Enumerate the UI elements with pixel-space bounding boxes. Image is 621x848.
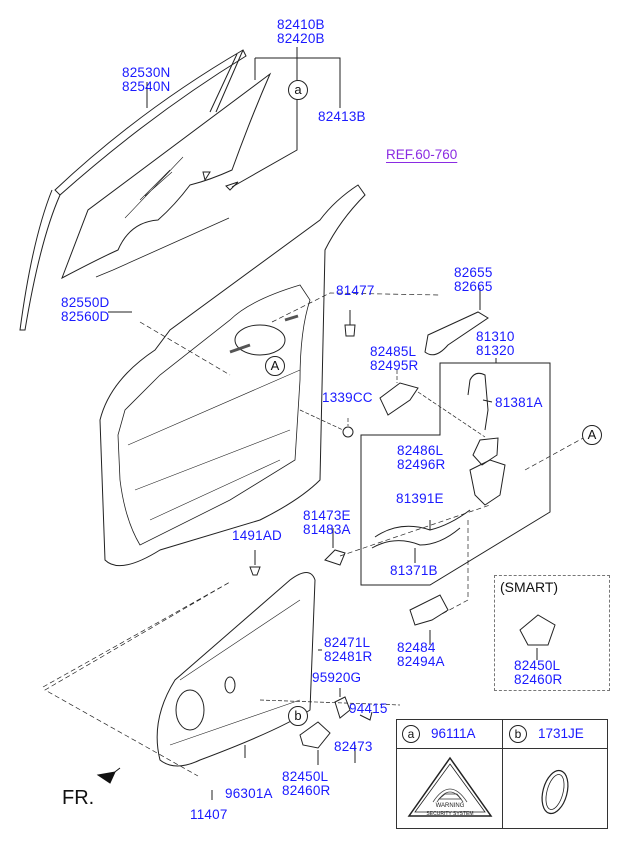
callout-81371B[interactable]: 81371B bbox=[390, 563, 438, 578]
window-run-channel[interactable] bbox=[19, 49, 247, 331]
legend-table: a 96111A b 1731JE WARNING SECURITY SYSTE… bbox=[396, 719, 608, 829]
legend-divider bbox=[502, 720, 503, 828]
callout-1491AD[interactable]: 1491AD bbox=[232, 528, 282, 543]
warning-text: WARNING bbox=[436, 803, 465, 809]
marker-a: a bbox=[288, 80, 308, 100]
callout-82413B[interactable]: 82413B bbox=[318, 109, 366, 124]
smart-option-box bbox=[494, 575, 610, 691]
module-panel[interactable] bbox=[156, 572, 316, 767]
door-latch bbox=[469, 459, 506, 506]
legend-part-96111A[interactable]: 96111A bbox=[431, 726, 476, 741]
callout-1339CC[interactable]: 1339CC bbox=[322, 390, 373, 405]
marker-A-door: A bbox=[265, 356, 285, 376]
outside-handle[interactable] bbox=[424, 288, 489, 356]
front-orientation-label: FR. bbox=[62, 787, 95, 809]
inside-handle-rod-clip bbox=[324, 549, 346, 566]
legend-part-1731JE[interactable]: 1731JE bbox=[538, 726, 584, 741]
callout-81381A[interactable]: 81381A bbox=[495, 395, 543, 410]
door-glass[interactable] bbox=[61, 72, 272, 280]
callout-11407[interactable]: 11407 bbox=[190, 807, 228, 822]
legend-marker-a: a bbox=[402, 725, 420, 743]
smart-option-title: (SMART) bbox=[500, 579, 559, 595]
callout-95920G[interactable]: 95920G bbox=[312, 670, 362, 685]
security-system-text: SECURITY SYSTEM bbox=[426, 811, 473, 817]
nut-1339CC[interactable] bbox=[342, 426, 354, 438]
handle-bracket bbox=[379, 382, 419, 416]
marker-A-lock: A bbox=[582, 425, 602, 445]
callout-94415[interactable]: 94415 bbox=[349, 701, 388, 716]
grommet-icon bbox=[541, 769, 569, 815]
marker-b: b bbox=[288, 706, 308, 726]
callout-96301A[interactable]: 96301A bbox=[225, 786, 273, 801]
door-shell[interactable] bbox=[99, 184, 366, 567]
front-arrow-icon bbox=[96, 767, 121, 784]
legend-marker-b: b bbox=[509, 725, 527, 743]
callout-82473[interactable]: 82473 bbox=[334, 739, 373, 754]
reference-link[interactable]: REF.60-760 bbox=[386, 147, 458, 162]
lock-guard bbox=[409, 594, 449, 626]
callout-81391E[interactable]: 81391E bbox=[396, 491, 444, 506]
callout-81477[interactable]: 81477 bbox=[336, 283, 375, 298]
lock-cover bbox=[472, 437, 499, 466]
warning-label-icon: WARNING SECURITY SYSTEM bbox=[407, 756, 493, 817]
screw-81477 bbox=[344, 310, 356, 337]
